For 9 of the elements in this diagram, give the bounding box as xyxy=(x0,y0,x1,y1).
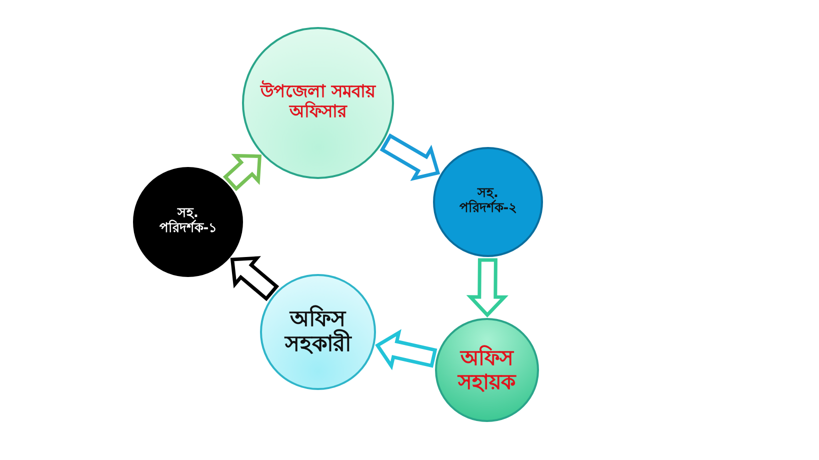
block-arrow xyxy=(230,256,280,302)
block-arrow xyxy=(466,258,508,318)
role-label: অফিস সহায়ক xyxy=(456,346,518,394)
role-label: সহ. পরিদর্শক-১ xyxy=(158,207,218,237)
role-label: সহ. পরিদর্শক-২ xyxy=(458,187,518,217)
block-arrow xyxy=(375,329,438,370)
block-arrow xyxy=(380,133,440,182)
role-label: অফিস সহকারী xyxy=(283,306,353,358)
block-arrow xyxy=(222,154,262,192)
